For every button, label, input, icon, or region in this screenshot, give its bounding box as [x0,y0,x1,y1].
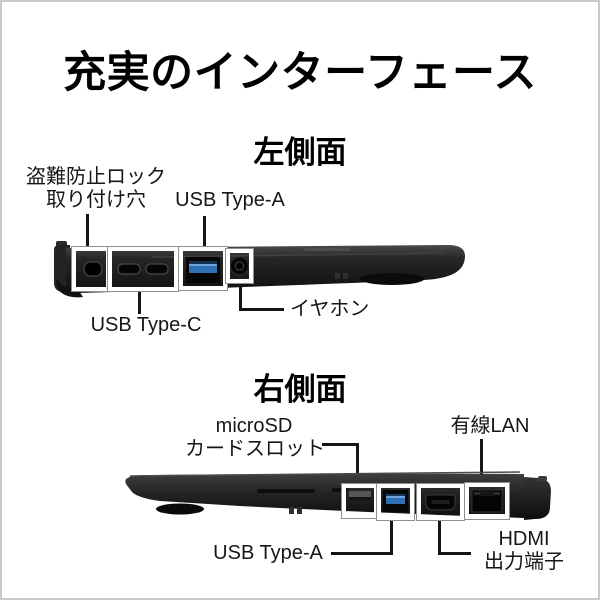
usb-c-port-icon [145,263,169,275]
callout-line-usb-c [138,290,141,314]
page-title: 充実のインターフェース [63,49,537,97]
headphone-jack-highlight [225,248,254,284]
usb-c-ports-highlight [107,246,179,292]
left-side-heading: 左側面 [253,135,347,170]
label-usb-type-c: USB Type-C [90,314,202,336]
usb-a-port-highlight [178,246,228,291]
laptop-detail-mark [297,507,302,514]
laptop-right-side-image [125,471,551,521]
laptop-seam-line [151,252,445,258]
laptop-hinge [524,476,551,520]
hdmi-port-highlight [416,483,465,521]
right-side-heading: 右側面 [253,372,347,407]
laptop-vent-slot [257,489,315,493]
label-headphone: イヤホン [290,298,370,320]
label-usb-type-a-left: USB Type-A [175,189,285,211]
label-wired-lan: 有線LAN [450,415,530,437]
laptop-detail-mark [289,507,294,514]
label-hdmi-line1: HDMI [498,528,550,550]
callout-line-hdmi-horizontal [438,552,471,555]
label-security-lock-line1: 盗難防止ロック [26,166,166,188]
callout-line-hdmi-vertical [438,518,441,555]
label-microsd-line2: カードスロット [185,438,325,460]
callout-line-microsd-vertical [356,443,359,487]
laptop-detail-mark [343,273,348,279]
microsd-slot-icon [349,491,371,497]
security-lock-slot-icon [83,261,103,277]
callout-line-headphone-horizontal [239,308,284,311]
callout-line-usb-a-right-vertical [390,518,393,555]
usb-c-port-icon [117,263,141,275]
callout-line-microsd-horizontal [322,443,359,446]
callout-line-lan [480,439,483,486]
label-usb-type-a-right: USB Type-A [213,542,323,564]
lan-port-highlight [464,482,510,520]
laptop-detail-mark [335,273,340,279]
laptop-rubber-foot [156,503,204,515]
label-hdmi-line2: 出力端子 [484,551,564,573]
callout-line-usb-a-right-horizontal [331,552,393,555]
laptop-left-side-image [54,241,465,298]
label-microsd-line1: microSD [215,415,293,437]
callout-line-headphone-vertical [239,282,242,311]
label-security-lock-line2: 取り付け穴 [46,189,146,211]
callout-line-usb-a-left [203,216,206,251]
laptop-top-edge-highlight [129,471,521,477]
callout-line-security-lock [86,214,89,251]
usb-a-port-highlight [376,483,415,521]
laptop-glint [304,248,350,251]
laptop-rubber-foot [360,273,424,285]
